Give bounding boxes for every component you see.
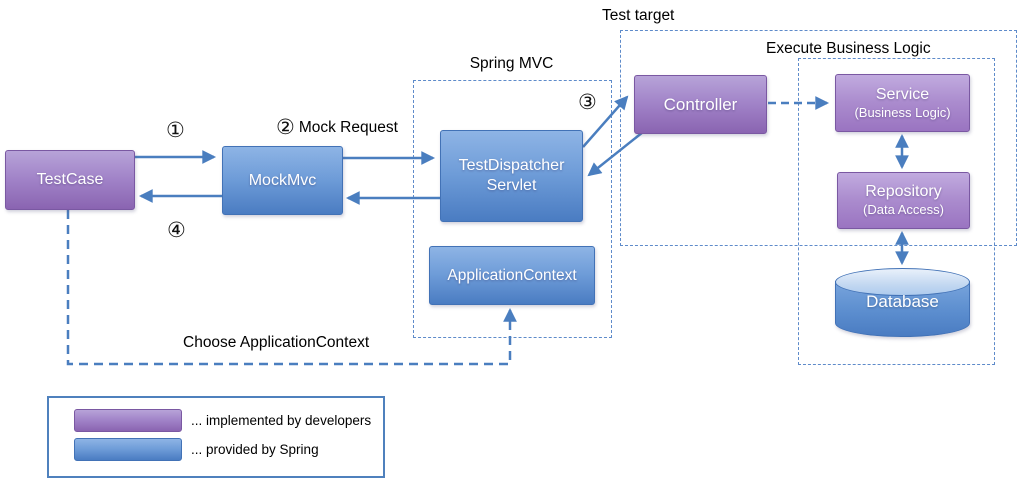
node-database: Database [835,268,970,338]
node-application-context-label: ApplicationContext [447,266,577,284]
region-label-test-target: Test target [602,7,675,24]
legend-label-developers: ... implemented by developers [191,413,372,428]
node-service: Service (Business Logic) [835,74,970,132]
node-service-sublabel: (Business Logic) [854,104,951,120]
node-mockmvc-label: MockMvc [248,171,317,189]
legend-item-developers: ... implemented by developers [74,409,371,432]
node-repository: Repository (Data Access) [837,172,970,229]
legend-item-spring: ... provided by Spring [74,438,319,461]
node-repository-sublabel: (Data Access) [863,202,944,218]
region-label-execute-business-logic: Execute Business Logic [766,40,931,57]
node-controller: Controller [634,75,767,134]
node-testcase-label: TestCase [36,171,104,188]
step-3-marker: ③ [578,91,597,114]
legend-swatch-blue [74,438,182,461]
node-testcase: TestCase [5,150,135,210]
step-2-label: ② Mock Request [276,117,398,138]
node-mockmvc: MockMvc [222,146,343,215]
step-2-text: Mock Request [298,118,398,136]
legend: ... implemented by developers ... provid… [47,396,385,478]
region-label-spring-mvc: Spring MVC [469,55,554,72]
node-controller-label: Controller [663,94,738,114]
region-execute-business-logic [798,58,995,365]
choose-applicationcontext-label: Choose ApplicationContext [183,334,370,351]
node-database-label: Database [866,292,939,311]
database-cylinder-top [835,268,970,296]
legend-label-spring: ... provided by Spring [191,442,319,457]
node-application-context: ApplicationContext [429,246,595,305]
step-1-marker: ① [166,119,185,142]
legend-swatch-purple [74,409,182,432]
node-repository-label: Repository [865,183,942,201]
step-2-marker: ② [276,116,295,139]
region-spring-mvc [413,80,612,338]
node-service-label: Service [875,85,930,103]
step-4-marker: ④ [167,219,186,242]
node-test-dispatcher-servlet-label: TestDispatcher Servlet [458,157,565,194]
node-test-dispatcher-servlet: TestDispatcher Servlet [440,130,583,222]
